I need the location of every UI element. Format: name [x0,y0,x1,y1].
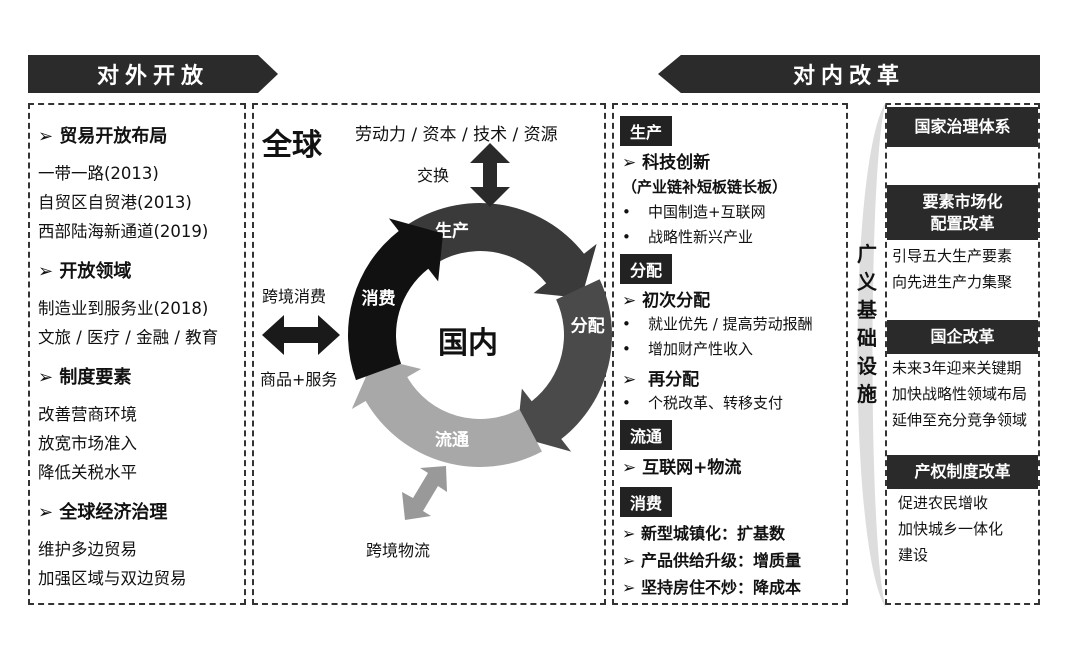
infra-line: 引导五大生产要素 [892,247,1013,265]
tag-circulation: 流通 [620,420,673,450]
cycle-label-production: 生产 [435,221,469,242]
bullet-text: 增加财产性收入 [648,340,754,358]
infra-line: 加快战略性领域布局 [892,385,1028,403]
bullet-dot-icon: • [622,315,631,333]
bullet-item: • 增加财产性收入 [622,338,753,359]
cycle-arrow-consumption [348,218,444,381]
factors-label: 劳动力 / 资本 / 技术 / 资源 [355,125,558,145]
section-title: ➢ 开放领域 [38,257,131,283]
arrow-bullet-icon: ➢ [622,524,641,543]
distribution-head1: ➢ 初次分配 [622,291,711,311]
goods-services-label: 商品+服务 [260,370,338,389]
bullet-item: • 个税改革、转移支付 [622,392,783,413]
list-item: 维护多边贸易 [38,540,137,559]
infra-line: 未来3年迎来关键期 [892,359,1022,377]
infra-line: 向先进生产力集聚 [892,273,1013,291]
bullet-text: 个税改革、转移支付 [648,394,784,412]
production-sub: （产业链补短板链长板） [622,178,788,196]
consumption-item: ➢ 坚持房住不炒：降成本 [622,574,801,598]
infra-block-title: 产权制度改革 [887,455,1038,489]
section-title: ➢ 贸易开放布局 [38,122,167,148]
list-item: 改善营商环境 [38,405,137,424]
bullet-item: • 中国制造+互联网 [622,201,766,222]
infra-label: 广义基础设施 [857,242,877,406]
section-title-text: 贸易开放布局 [59,126,168,147]
exchange-arrow-icon [470,143,510,207]
infra-box [885,103,1040,605]
cross-logistics-label: 跨境物流 [366,541,431,560]
cycle-label-consumption: 消费 [362,288,396,309]
opening-box [28,103,246,605]
consumption-text: 产品供给升级：增质量 [640,551,801,570]
list-item: 西部陆海新通道(2019) [38,222,209,241]
reform-box [612,103,848,605]
infra-block-title: 国家治理体系 [887,107,1038,147]
infra-line: 加快城乡一体化 [898,520,1004,538]
section-title-text: 开放领域 [59,261,132,282]
arrow-bullet-icon: ➢ [38,261,60,282]
infra-line: 延伸至充分竞争领域 [892,411,1028,429]
infra-line: 促进农民增收 [898,494,989,512]
production-head: ➢ 科技创新 [622,153,711,173]
header-opening-label: 对外开放 [96,64,209,89]
bullet-text: 中国制造+互联网 [648,203,766,221]
list-item: 自贸区自贸港(2013) [38,193,192,212]
bullet-dot-icon: • [622,394,631,412]
list-item: 制造业到服务业(2018) [38,299,209,318]
bullet-item: • 就业优先 / 提高劳动报酬 [622,313,813,334]
bullet-dot-icon: • [622,203,631,221]
header-opening: 对外开放 [28,55,278,93]
list-item: 放宽市场准入 [38,434,137,453]
infra-block-title: 国企改革 [887,320,1038,354]
arrow-bullet-icon: ➢ [38,126,60,147]
section-title: ➢ 全球经济治理 [38,498,167,524]
arrow-bullet-icon: ➢ [622,578,641,597]
bullet-dot-icon: • [622,340,631,358]
tag-distribution: 分配 [620,254,673,284]
bullet-text: 就业优先 / 提高劳动报酬 [648,315,813,333]
circulation-head: ➢ 互联网+物流 [622,458,742,478]
infra-brace [857,102,886,608]
infra-block-title: 要素市场化 配置改革 [887,185,1038,240]
section-title-text: 制度要素 [59,367,132,388]
header-reform: 对内改革 [658,55,1040,93]
header-reform-label: 对内改革 [792,64,905,89]
exchange-label: 交换 [417,166,450,185]
bullet-dot-icon: • [622,228,631,246]
cycle-arrow-distribution [516,279,613,452]
global-label: 全球 [262,128,322,163]
distribution-head2: ➢ 再分配 [622,370,700,390]
arrow-bullet-icon: ➢ [622,551,641,570]
consumption-text: 坚持房住不炒：降成本 [640,578,801,597]
tag-production: 生产 [620,116,673,146]
cross-logistics-arrow-icon [402,466,447,520]
cycle-label-circulation: 流通 [435,429,469,450]
cross-consume-arrow-icon [262,315,340,355]
list-item: 降低关税水平 [38,463,137,482]
bullet-text: 战略性新兴产业 [648,228,754,246]
bullet-item: • 战略性新兴产业 [622,226,753,247]
list-item: 一带一路(2013) [38,164,159,183]
domestic-label: 国内 [438,326,498,361]
section-title: ➢ 制度要素 [38,363,131,389]
list-item: 文旅 / 医疗 / 金融 / 教育 [38,328,219,347]
cycle-arrow-production [404,203,597,299]
cycle-label-distribution: 分配 [571,317,605,337]
cycle-arrow-circulation [351,357,542,468]
consumption-text: 新型城镇化：扩基数 [640,524,785,543]
consumption-item: ➢ 新型城镇化：扩基数 [622,520,785,544]
arrow-bullet-icon: ➢ [38,502,60,523]
section-title-text: 全球经济治理 [59,502,168,523]
consumption-item: ➢ 产品供给升级：增质量 [622,547,801,571]
arrow-bullet-icon: ➢ [38,367,60,388]
cross-consume-label: 跨境消费 [262,287,327,306]
infra-line: 建设 [898,546,929,564]
list-item: 加强区域与双边贸易 [38,569,187,588]
tag-consumption: 消费 [620,487,673,517]
